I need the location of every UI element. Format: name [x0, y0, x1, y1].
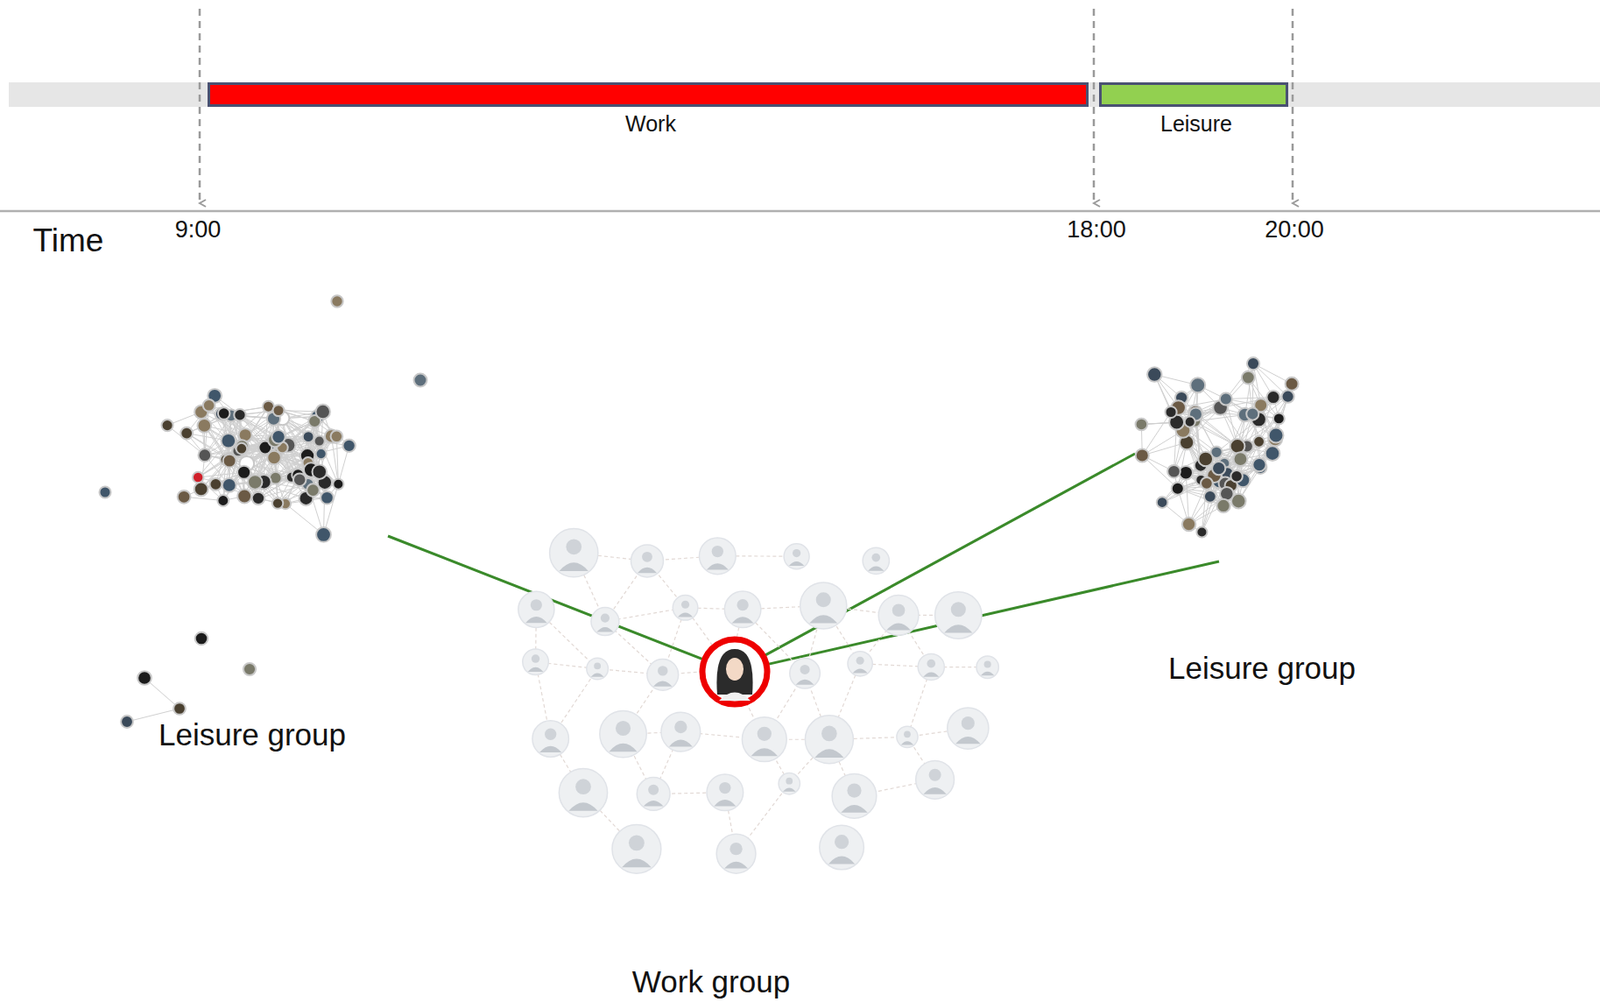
time-marker [1291, 8, 1295, 204]
time-tick: 18:00 [1066, 216, 1127, 244]
time-tick: 20:00 [1264, 216, 1325, 244]
network-links [535, 552, 988, 853]
bar-label: Leisure [1160, 111, 1233, 137]
network-illustration [1068, 262, 1384, 692]
group-label: Work group [632, 964, 790, 1000]
time-bar: Leisure [1099, 82, 1289, 107]
person-avatar [702, 639, 768, 705]
group-label: Leisure group [1168, 650, 1356, 686]
network-illustration [61, 288, 482, 762]
time-tick: 9:00 [175, 216, 222, 244]
time-band [8, 82, 1600, 107]
network-illustration [507, 525, 1016, 1002]
work-network: Work group [507, 525, 1016, 1002]
connection-line [765, 453, 1135, 656]
connection-line [768, 561, 1220, 664]
time-axis [0, 210, 1600, 213]
network-links [126, 395, 350, 722]
group-label: Leisure group [158, 717, 346, 753]
connection-line [387, 535, 703, 659]
axis-title: Time [33, 222, 105, 260]
bar-label: Work [625, 111, 677, 137]
network-members [98, 295, 427, 728]
time-bar: Work [207, 82, 1089, 107]
time-marker [198, 8, 202, 204]
leisure-network: Leisure group [61, 288, 482, 762]
time-marker [1092, 8, 1096, 204]
network-members [1135, 357, 1299, 538]
network-members [518, 528, 1000, 875]
network-links [1141, 363, 1292, 532]
leisure-network: Leisure group [1068, 262, 1384, 692]
